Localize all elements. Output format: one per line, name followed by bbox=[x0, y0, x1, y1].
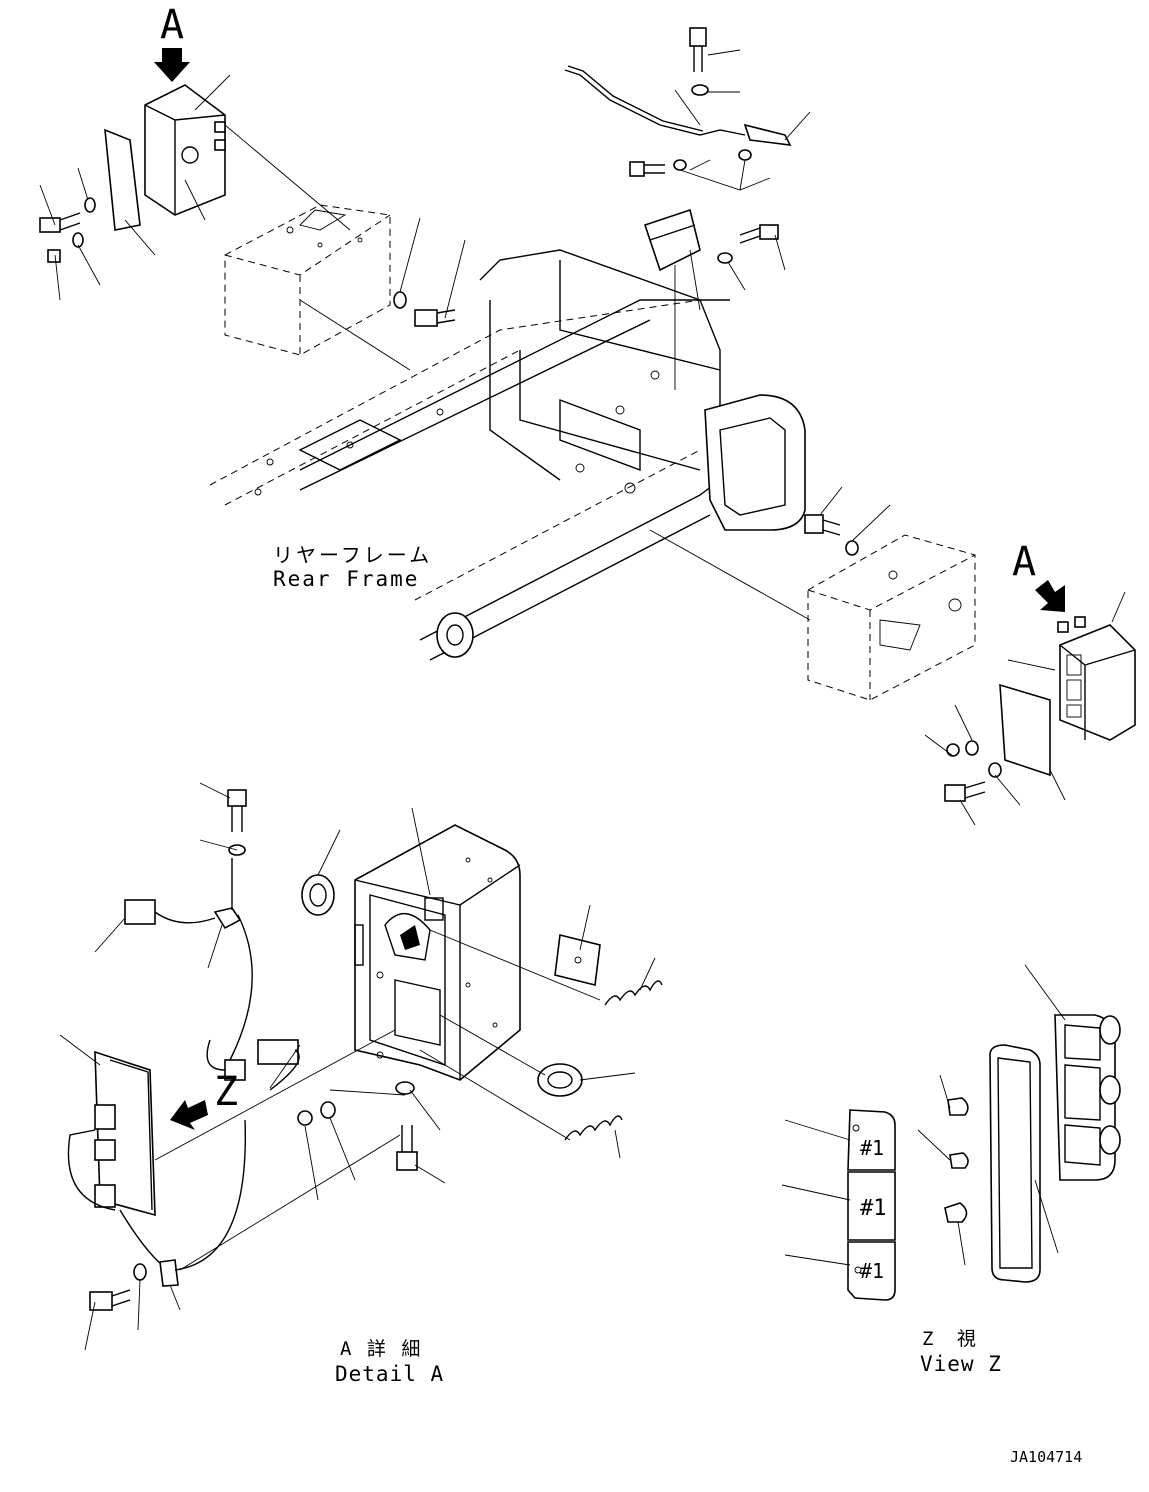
view-arrow-a-right-label: A bbox=[1012, 539, 1036, 585]
view-arrow-a-right bbox=[1035, 580, 1065, 612]
rear-frame-label-en: Rear Frame bbox=[273, 567, 419, 591]
rear-frame-label-ja: リヤーフレーム bbox=[273, 543, 432, 567]
right-mount-fasteners bbox=[649, 486, 891, 621]
left-lamp-bracket-box bbox=[224, 204, 391, 356]
drawing-code: JA104714 bbox=[1010, 1448, 1082, 1466]
rear-frame bbox=[209, 249, 806, 661]
view-z-label-ja: Z 視 bbox=[922, 1328, 982, 1350]
view-z bbox=[781, 964, 1121, 1301]
left-mount-fasteners bbox=[299, 217, 466, 371]
view-arrow-a-top bbox=[154, 48, 190, 82]
detail-a-label-ja: A 詳 細 bbox=[340, 1338, 422, 1360]
left-rear-lamp-assembly bbox=[39, 74, 351, 301]
lens-mark-3: #1 bbox=[860, 1259, 884, 1283]
lens-mark-2: #1 bbox=[860, 1196, 887, 1221]
right-lamp-bracket-box bbox=[807, 534, 976, 701]
right-rear-lamp-assembly bbox=[924, 591, 1136, 826]
harness-bracket-group bbox=[564, 27, 811, 390]
lens-mark-1: #1 bbox=[860, 1136, 884, 1160]
view-arrow-z-label: Z bbox=[214, 1069, 238, 1115]
detail-a bbox=[59, 782, 663, 1351]
view-arrow-a-top-label: A bbox=[160, 2, 184, 48]
view-z-label-en: View Z bbox=[920, 1352, 1002, 1376]
detail-a-label-en: Detail A bbox=[335, 1362, 444, 1386]
